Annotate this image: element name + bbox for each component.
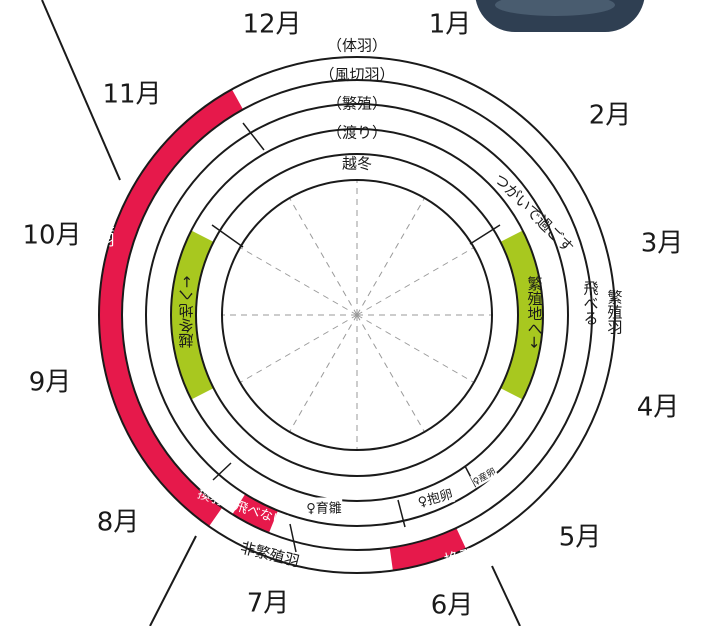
month-label-5: 5月 (558, 522, 602, 553)
radial-guide (239, 314, 358, 383)
ring-label-winter: 越冬 (341, 154, 373, 173)
annotation-to-wintering: 越冬地へ→ (177, 275, 196, 349)
month-label-10: 10月 (22, 220, 82, 251)
migration-band-autumn (170, 230, 214, 400)
radial-guide (356, 197, 425, 316)
ring-wing (145, 103, 569, 527)
pointer-line-bottom-left (149, 535, 197, 626)
activity-bands (98, 89, 543, 571)
month-label-9: 9月 (28, 367, 72, 398)
radial-guide (356, 247, 475, 316)
annotation-can-fly: 飛べる (581, 280, 600, 326)
radial-guides (222, 180, 492, 450)
month-label-4: 4月 (636, 392, 680, 423)
month-label-1: 1月 (428, 9, 472, 40)
divider-chick-start (212, 462, 232, 481)
ring-outer (98, 56, 616, 574)
segment-dividers (211, 122, 501, 553)
month-label-2: 2月 (588, 100, 632, 131)
divider-molt-flight (289, 523, 297, 553)
divider-winter-start (242, 122, 265, 151)
molt-band-summer (389, 527, 467, 571)
molt-band-flightless (232, 493, 278, 533)
ring-body (121, 79, 593, 551)
radial-guide (289, 197, 358, 316)
radial-guide (239, 247, 358, 316)
ring-label-wing: （風切羽） (319, 65, 395, 84)
divider-to-wintering (211, 224, 244, 248)
radial-guide (356, 314, 475, 383)
pointer-line-top-left (41, 0, 121, 181)
pointer-line-bottom-right (491, 565, 521, 626)
radial-guide (356, 314, 425, 433)
ring-inner (221, 179, 493, 451)
ring-label-migration: （渡り） (326, 123, 388, 142)
annotation-chick-rearing: ♀育雛 (306, 497, 342, 517)
migration-band-spring (500, 230, 543, 400)
molt-band-autumn (98, 89, 244, 527)
divider-to-breeding (469, 224, 501, 245)
ring-migration (195, 153, 519, 477)
corner-photo (475, 0, 645, 32)
month-label-11: 11月 (102, 79, 162, 110)
month-label-3: 3月 (640, 228, 684, 259)
month-label-8: 8月 (96, 507, 140, 538)
ring-label-body: （体羽） (326, 36, 388, 55)
photo-highlight (495, 0, 615, 16)
month-label-12: 12月 (242, 9, 302, 40)
annotation-molt-autumn: 換羽 (97, 217, 116, 247)
ring-breeding (170, 128, 544, 502)
annotation-to-breeding: 繁殖地へ→ (525, 275, 544, 349)
ring-label-breeding: （繁殖） (326, 94, 388, 113)
rings (98, 56, 616, 574)
month-label-6: 6月 (430, 590, 474, 621)
annotation-breeding-plumage: 繁殖羽 (605, 289, 624, 335)
divider-incubation (397, 499, 406, 528)
month-label-7: 7月 (246, 588, 290, 619)
radial-guide (289, 314, 358, 433)
